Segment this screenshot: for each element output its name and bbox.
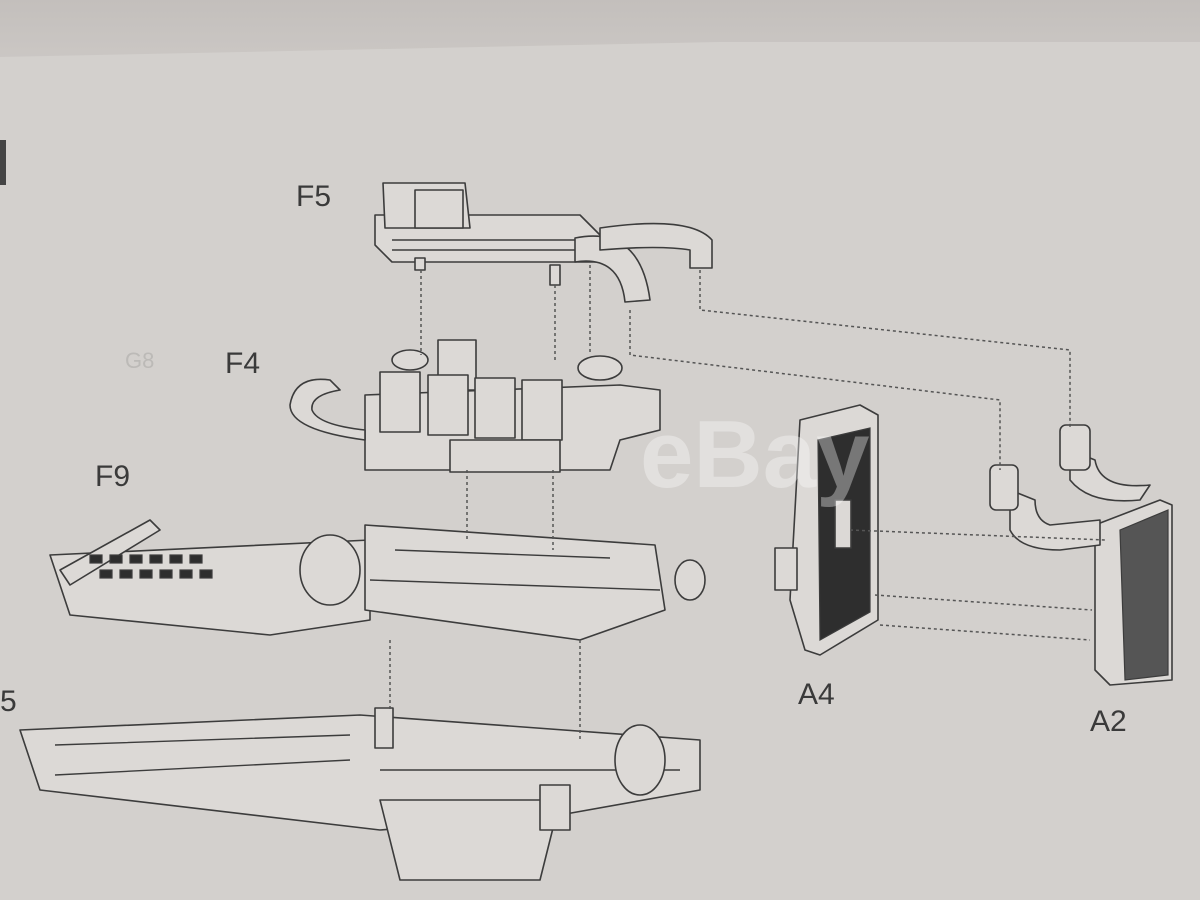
part-label-f5: F5 — [296, 180, 332, 213]
part-f5 — [374, 182, 713, 303]
part-label-f9: F9 — [95, 460, 131, 493]
bleed-through-text: G8 — [125, 348, 155, 373]
part-label-a4: A4 — [798, 678, 835, 711]
assembly-guide-lines — [389, 265, 1106, 740]
watermark: eBay — [640, 401, 870, 508]
part-a4 — [774, 404, 879, 656]
part-f4 — [289, 339, 661, 473]
part-label-f4: F4 — [225, 347, 261, 380]
part-chassis — [19, 707, 701, 881]
page-marker — [0, 140, 6, 185]
part-f9 — [49, 519, 706, 641]
part-label-partial: 5 — [0, 685, 17, 718]
part-label-a2: A2 — [1090, 705, 1127, 738]
part-a2 — [989, 424, 1173, 686]
